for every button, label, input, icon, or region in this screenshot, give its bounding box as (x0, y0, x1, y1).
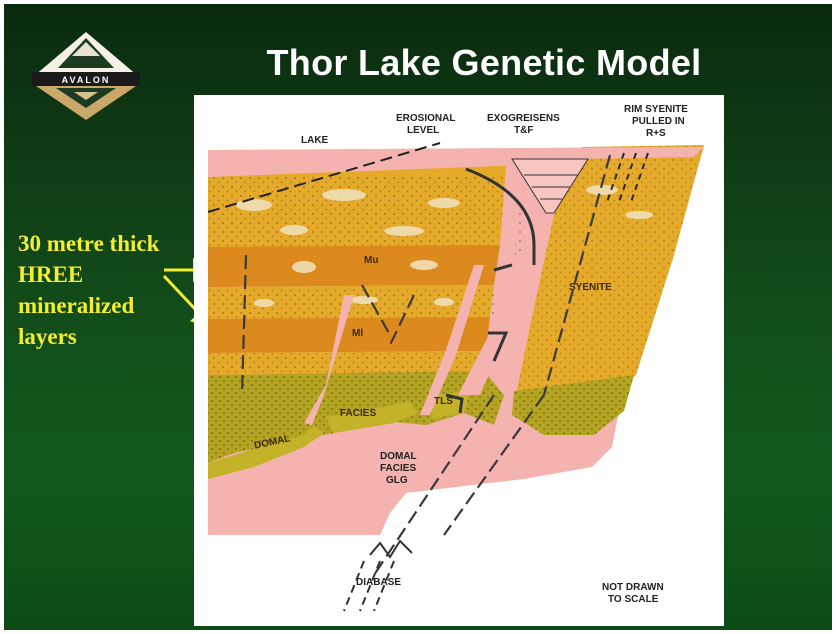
label-syenite: SYENITE (569, 282, 612, 293)
label-rs: R+S (646, 128, 666, 139)
label-pulled-in: PULLED IN (632, 116, 685, 127)
label-mu: Mu (364, 255, 378, 266)
label-facies: FACIES (340, 408, 376, 419)
upper-mineralized-layer (208, 245, 500, 287)
slide: AVALON Thor Lake Genetic Model 30 metre … (4, 4, 832, 630)
label-erosional: EROSIONAL (396, 113, 455, 124)
label-ml: Ml (352, 328, 363, 339)
label-erosional-level: LEVEL (407, 125, 439, 136)
label-not-drawn: NOT DRAWN (602, 582, 664, 593)
label-rim-syenite: RIM SYENITE (624, 104, 688, 115)
label-to-scale: TO SCALE (608, 594, 658, 605)
label-exogreisens-tf: T&F (514, 125, 533, 136)
geology-diagram: LAKE EROSIONAL LEVEL EXOGREISENS T&F RIM… (194, 95, 724, 626)
label-tls: TLS (434, 396, 453, 407)
cross-section (194, 95, 724, 626)
label-exogreisens: EXOGREISENS (487, 113, 560, 124)
label-domal-facies: FACIES (380, 463, 416, 474)
label-domal-glg: DOMAL (380, 451, 417, 462)
label-lake: LAKE (301, 135, 328, 146)
label-glg: GLG (386, 475, 408, 486)
label-diabase: DIABASE (356, 577, 401, 588)
